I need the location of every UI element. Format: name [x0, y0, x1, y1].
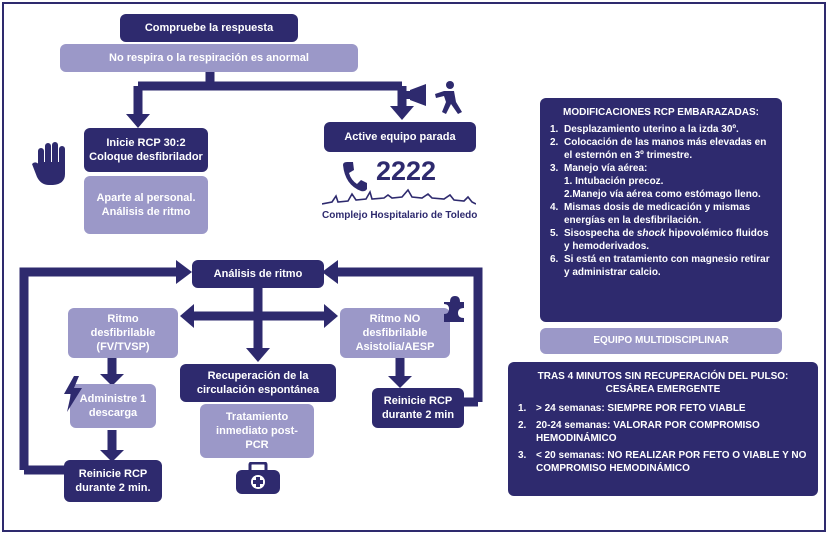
shockable-label-1: Ritmo [107, 313, 139, 325]
arrowhead-left [180, 304, 194, 328]
post-label-1: Tratamiento [225, 411, 289, 423]
pregnancy-panel: MODIFICACIONES RCP EMBARAZADAS: 1.Despla… [540, 98, 782, 322]
shockable-label-2: desfibrilable [90, 327, 156, 339]
cesarean-panel: TRAS 4 MINUTOS SIN RECUPERACIÓN DEL PULS… [508, 362, 818, 496]
cesarean-item: 2.20-24 semanas: VALORAR POR COMPROMISO … [518, 420, 760, 444]
activate-team-box: Active equipo parada [324, 122, 476, 152]
post-pcr-box: Tratamiento inmediato post- PCR [200, 404, 314, 458]
rosc-box: Recuperación de la circulación espontáne… [180, 364, 336, 402]
start-rcp-box: Inicie RCP 30:2 Coloque desfibrilador [84, 128, 208, 172]
team-box: EQUIPO MULTIDISCIPLINAR [540, 328, 782, 354]
no-breathing-box: No respira o la respiración es anormal [60, 44, 358, 72]
pregnancy-item: 6.Si está en tratamiento con magnesio re… [550, 254, 770, 278]
cesarean-item: 1.> 24 semanas: SIEMPRE POR FETO VIABLE [518, 403, 746, 414]
cesarean-title-1: TRAS 4 MINUTOS SIN RECUPERACIÓN DEL PULS… [537, 371, 789, 382]
activate-team-label: Active equipo parada [344, 131, 456, 143]
arrowhead-loop-right [322, 260, 338, 284]
restart-right-label-1: Reinicie RCP [383, 395, 453, 407]
check-response-label: Compruebe la respuesta [144, 22, 274, 34]
skyline-icon [322, 188, 476, 205]
rosc-label-2: circulación espontánea [196, 384, 320, 396]
restart-rcp-left-box: Reinicie RCP durante 2 min. [64, 460, 162, 502]
restart-left-label-2: durante 2 min. [75, 482, 151, 494]
start-rcp-label-1: Inicie RCP 30:2 [106, 137, 186, 149]
team-label: EQUIPO MULTIDISCIPLINAR [593, 335, 729, 346]
restart-right-label-2: durante 2 min [381, 409, 455, 421]
pregnancy-sub-item: 2.Manejo vía aérea como estómago lleno. [564, 189, 761, 200]
pregnancy-item: 2.Colocación de las manos más elevadas e… [550, 137, 767, 161]
pregnancy-item: 4.Mismas dosis de medicación y mismas en… [550, 202, 751, 226]
restart-left-label-1: Reinicie RCP [78, 468, 148, 480]
pregnancy-item: 1.Desplazamiento uterino a la izda 30º. [550, 124, 739, 135]
non-shockable-rhythm-box: Ritmo NO desfibrilable Asistolia/AESP [340, 308, 450, 358]
no-breathing-label: No respira o la respiración es anormal [109, 52, 309, 64]
arrowhead-rosc [246, 348, 270, 362]
arrowhead-restart-left [100, 450, 124, 462]
arrowhead-shock [100, 374, 124, 386]
shockable-label-3: (FV/TVSP) [96, 341, 150, 353]
puzzle-icon [444, 296, 464, 322]
non-shockable-label-1: Ritmo NO [369, 313, 421, 325]
post-label-2: inmediato post- [216, 425, 298, 437]
pregnancy-title: MODIFICACIONES RCP EMBARAZADAS: [563, 107, 759, 118]
pregnancy-item: 3.Manejo vía aérea: [550, 163, 648, 174]
connector-loop-left [19, 267, 178, 470]
step-aside-box: Aparte al personal. Análisis de ritmo [84, 176, 208, 234]
restart-rcp-right-box: Reinicie RCP durante 2 min [372, 388, 464, 428]
cesarean-title-2: CESÁREA EMERGENTE [605, 384, 721, 395]
megaphone-person-icon [404, 81, 462, 114]
check-response-box: Compruebe la respuesta [120, 14, 298, 42]
pregnancy-item: 5.Sisospecha de shock hipovolémico fluid… [550, 228, 769, 252]
non-shockable-label-3: Asistolia/AESP [355, 341, 435, 353]
arrowhead-loop-left [176, 260, 192, 284]
arrowhead-start-rcp [126, 114, 150, 128]
arrowhead-restart-right [388, 376, 412, 388]
hand-stop-icon [32, 142, 65, 185]
start-rcp-label-2: Coloque desfibrilador [89, 151, 203, 163]
arrowhead-right [324, 304, 338, 328]
pregnancy-sub-item: 1. Intubación precoz. [564, 176, 664, 187]
medical-bag-icon [236, 462, 280, 494]
step-aside-label-1: Aparte al personal. [96, 192, 196, 204]
hospital-name: Complejo Hospitalario de Toledo [322, 210, 478, 221]
connector-loop-right [334, 267, 483, 402]
shock-label-1: Administre 1 [79, 393, 147, 405]
non-shockable-label-2: desfibrilable [362, 327, 428, 339]
rhythm-analysis-box: Análisis de ritmo [192, 260, 324, 288]
lightning-icon [64, 376, 82, 412]
cesarean-item: 3.< 20 semanas: NO REALIZAR POR FETO O V… [518, 450, 807, 474]
rhythm-analysis-label: Análisis de ritmo [213, 268, 303, 280]
shock-box: Administre 1 descarga [70, 384, 156, 428]
phone-number: 2222 [376, 156, 437, 186]
shockable-rhythm-box: Ritmo desfibrilable (FV/TVSP) [68, 308, 178, 358]
shock-label-2: descarga [88, 407, 138, 419]
post-label-3: PCR [245, 439, 269, 451]
arrowhead-activate [390, 106, 414, 120]
rosc-label-1: Recuperación de la [207, 370, 309, 382]
phone-icon [343, 162, 367, 192]
step-aside-label-2: Análisis de ritmo [101, 206, 191, 218]
